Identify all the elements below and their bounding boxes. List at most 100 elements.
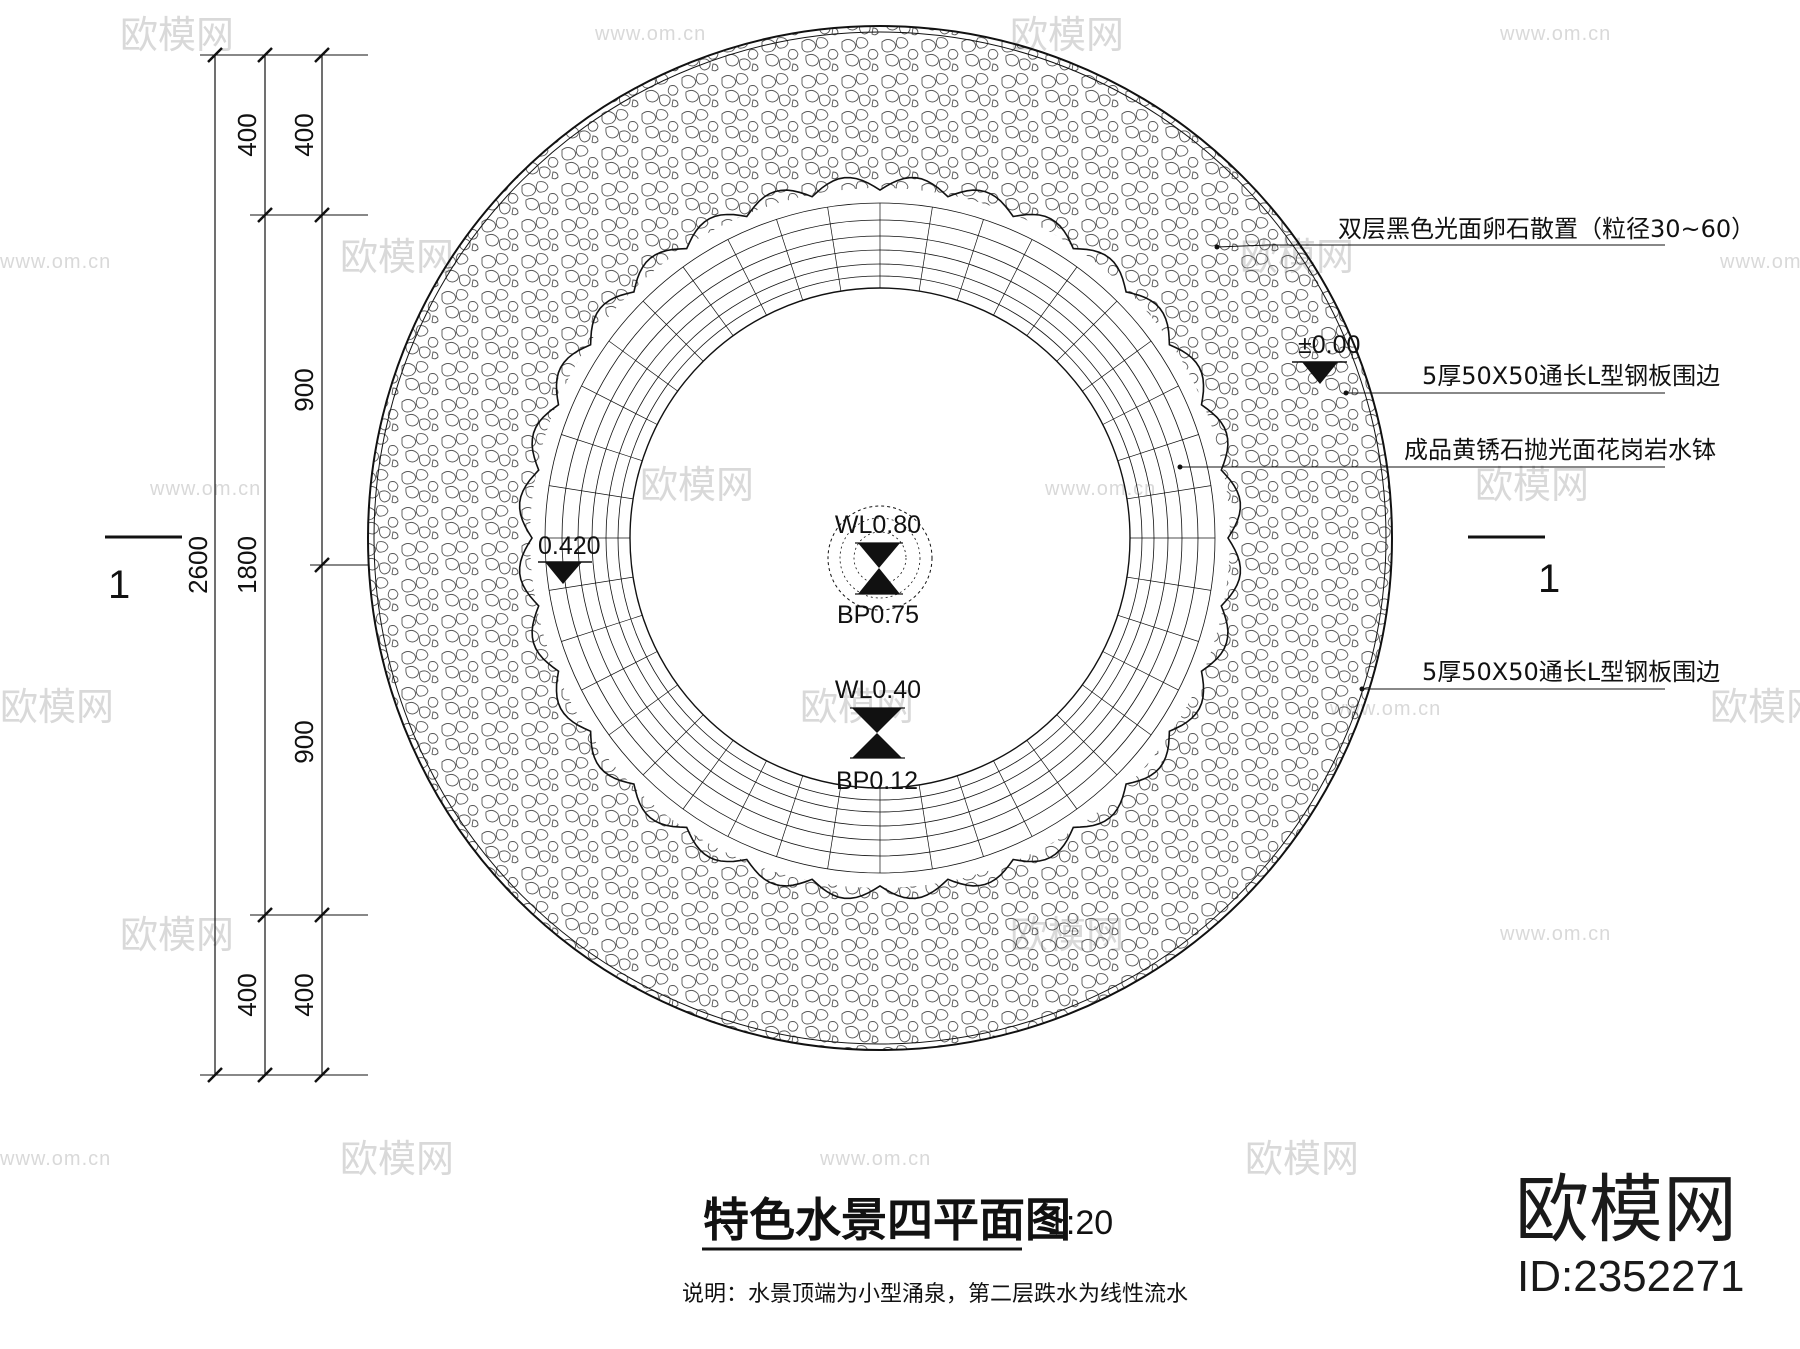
watermark-url: www.om.cn <box>1719 251 1800 273</box>
dim-400-mid-top: 400 <box>232 113 262 156</box>
level-bowl-rim: 0.420 <box>538 532 601 584</box>
annotation-granite-bowl-text: 成品黄锈石抛光面花岗岩水钵 <box>1404 436 1716 464</box>
watermark-url: www.om.cn <box>1499 923 1611 945</box>
level-ground: ±0.00 <box>1292 331 1360 384</box>
bowl-segment-line <box>561 434 643 462</box>
dim-900-upper: 900 <box>289 368 319 411</box>
section-mark-left: 1 <box>105 535 182 607</box>
bowl-segment-line <box>918 784 933 869</box>
brand-id-text: ID:2352271 <box>1517 1252 1745 1301</box>
dimension-chain-middle: 400 1800 400 <box>232 47 368 1083</box>
bowl-segment-line <box>993 760 1033 837</box>
outer-steel-edge-inner <box>373 31 1387 1045</box>
bowl-segment-line <box>827 784 842 869</box>
bowl-segment-line <box>682 266 734 336</box>
watermark-brand: 欧模网 <box>1475 463 1589 507</box>
bowl-segment-line <box>993 239 1033 316</box>
annotation-steel-edge-upper-text: 5厚50X50通长L型钢板围边 <box>1422 362 1720 390</box>
level-top-fountain: WL0.80 BP0.75 <box>835 511 921 629</box>
bowl-segment-line <box>727 760 767 837</box>
dimension-chain-inner: 400 900 900 400 <box>289 47 368 1083</box>
bowl-segment-line <box>1056 300 1118 362</box>
watermark-url: www.om.cn <box>594 23 706 45</box>
bowl-segment-line <box>549 485 634 500</box>
watermark-brand: 欧模网 <box>1245 1137 1359 1181</box>
bowl-segment-line <box>1102 385 1179 425</box>
bowl-segment-line <box>608 340 678 392</box>
dimension-chain-outer: 2600 <box>183 47 368 1083</box>
annotation-pebbles: 双层黑色光面卵石散置（粒径30~60） <box>1214 215 1755 250</box>
dim-400-bottom: 400 <box>289 973 319 1016</box>
watermark-brand: 欧模网 <box>120 913 234 957</box>
bowl-segment-line <box>549 576 634 591</box>
bowl-segment-line <box>1126 485 1211 500</box>
annotation-steel-edge-lower-text: 5厚50X50通长L型钢板围边 <box>1422 658 1720 686</box>
watermark-brand: 欧模网 <box>340 1137 454 1181</box>
watermark-url: www.om.cn <box>819 1148 931 1170</box>
watermark-brand: 欧模网 <box>0 685 114 729</box>
dim-2600: 2600 <box>183 536 213 594</box>
level-second-wl: WL0.40 <box>835 676 921 704</box>
watermark-brand: 欧模网 <box>1710 685 1800 729</box>
bowl-segment-line <box>918 207 933 292</box>
bowl-segment-line <box>581 651 658 691</box>
watermark-url: www.om.cn <box>1499 23 1611 45</box>
dim-1800: 1800 <box>232 536 262 594</box>
level-bowl-rim-text: 0.420 <box>538 532 601 560</box>
level-second-cascade: WL0.40 BP0.12 <box>835 676 921 795</box>
watermark-url: www.om.cn <box>149 478 261 500</box>
watermark-url: www.om.cn <box>0 251 111 273</box>
level-top-wl: WL0.80 <box>835 511 921 539</box>
bowl-segment-line <box>1117 434 1199 462</box>
title-block: 特色水景四平面图 1:20 说明：水景顶端为小型涌泉，第二层跌水为线性流水 <box>682 1193 1188 1307</box>
bowl-segment-line <box>776 775 804 857</box>
section-mark-right-label: 1 <box>1538 557 1560 601</box>
bowl-segment-line <box>1026 266 1078 336</box>
bowl-segment-line <box>642 714 704 776</box>
watermark-brand: 欧模网 <box>340 235 454 279</box>
bowl-segment-line <box>776 219 804 301</box>
dim-400-top: 400 <box>289 113 319 156</box>
brand-logo-text: 欧模网 <box>1515 1167 1737 1253</box>
drawing-caption: 说明：水景顶端为小型涌泉，第二层跌水为线性流水 <box>682 1282 1188 1307</box>
section-mark-right: 1 <box>1468 535 1560 601</box>
level-ground-text: ±0.00 <box>1298 331 1360 359</box>
watermark-brand: 欧模网 <box>120 13 234 57</box>
bowl-segment-line <box>581 385 658 425</box>
annotation-steel-edge-lower: 5厚50X50通长L型钢板围边 <box>1359 658 1720 692</box>
watermark-url: www.om.cn <box>0 1148 111 1170</box>
annotation-steel-edge-upper: 5厚50X50通长L型钢板围边 <box>1343 362 1720 396</box>
section-mark-left-label: 1 <box>108 563 130 607</box>
bowl-segment-line <box>1082 684 1152 736</box>
bowl-segment-line <box>956 219 984 301</box>
bowl-segment-lines <box>545 203 1215 873</box>
bowl-segment-line <box>827 207 842 292</box>
drawing-scale: 1:20 <box>1047 1204 1113 1242</box>
granite-bowl <box>518 176 1242 900</box>
bowl-segment-line <box>1026 740 1078 810</box>
level-top-bp: BP0.75 <box>837 601 919 629</box>
bowl-segment-line <box>682 740 734 810</box>
bowl-segment-line <box>1082 340 1152 392</box>
bowl-scalloped-edge <box>518 176 1242 900</box>
watermark-brand: 欧模网 <box>640 463 754 507</box>
annotation-granite-bowl: 成品黄锈石抛光面花岗岩水钵 <box>1177 436 1716 470</box>
bowl-segment-line <box>1102 651 1179 691</box>
dim-900-lower: 900 <box>289 720 319 763</box>
watermark-brand: 欧模网 <box>800 685 914 729</box>
outer-steel-edge <box>367 25 1393 1051</box>
bowl-segment-line <box>956 775 984 857</box>
bowl-segment-line <box>642 300 704 362</box>
bowl-segment-line <box>561 614 643 642</box>
bowl-segment-line <box>1126 576 1211 591</box>
bowl-segment-line <box>1056 714 1118 776</box>
dim-400-mid-bottom: 400 <box>232 973 262 1016</box>
drawing-title: 特色水景四平面图 <box>703 1193 1071 1247</box>
bowl-segment-line <box>727 239 767 316</box>
bowl-segment-line <box>608 684 678 736</box>
annotation-pebbles-text: 双层黑色光面卵石散置（粒径30~60） <box>1338 215 1755 243</box>
level-second-bp: BP0.12 <box>836 767 918 795</box>
watermark-url: www.om.cn <box>1044 478 1156 500</box>
brand-watermark: 欧模网 ID:2352271 <box>1515 1167 1745 1301</box>
